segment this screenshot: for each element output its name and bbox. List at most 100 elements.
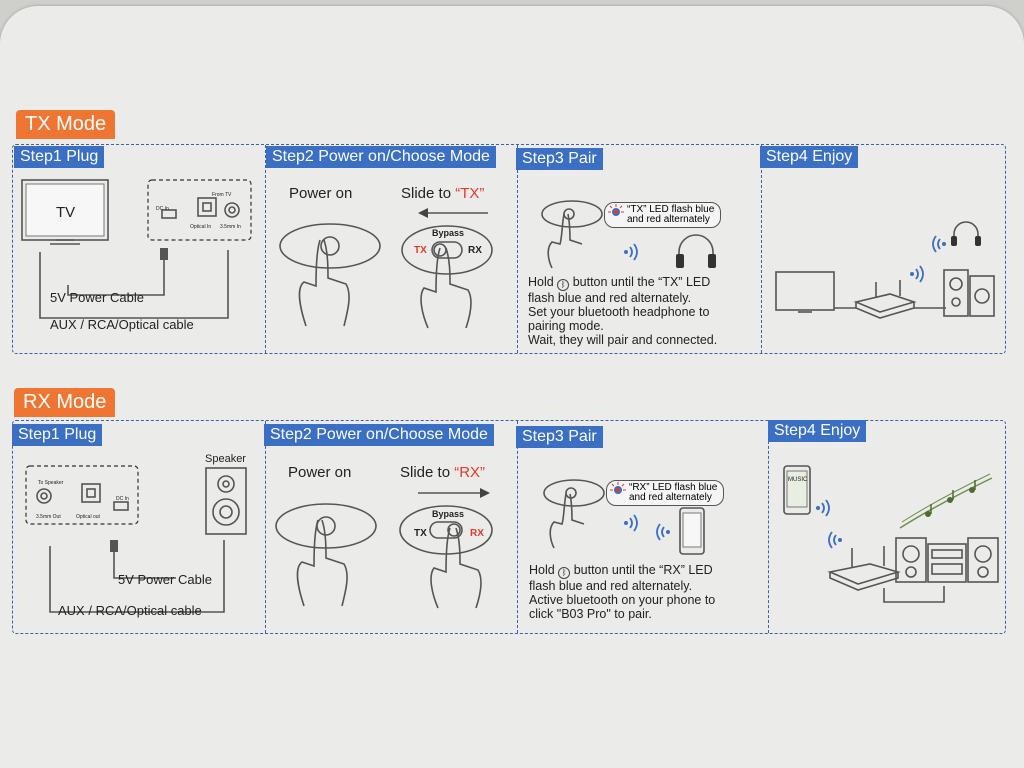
phone-music-label: MUSIC xyxy=(788,477,808,483)
tx-mode-tag: TX Mode xyxy=(16,110,116,139)
tx-connect-cable xyxy=(834,307,946,309)
rx-cable-aux: AUX / RCA/Optical cable xyxy=(58,603,202,618)
tx-step3-line2: flash blue and red alternately. xyxy=(528,291,692,305)
rx-bypass-label: Bypass xyxy=(432,509,465,519)
rx-cable-power: 5V Power Cable xyxy=(118,572,212,587)
wifi-signal-icon xyxy=(910,265,924,283)
tx-step3-title: Step3 Pair xyxy=(516,148,603,170)
speaker-icon xyxy=(943,269,995,317)
tv-icon xyxy=(775,271,835,313)
tv-label: TV xyxy=(56,204,76,221)
rx-divider-3 xyxy=(768,421,769,633)
tx-led-badge: “TX” LED flash blue and red alternately xyxy=(604,202,722,228)
rx-led-badge: “RX” LED flash blue and red alternately xyxy=(606,480,725,506)
tx-slide-prefix: Slide to xyxy=(401,185,456,202)
wifi-signal-icon xyxy=(932,235,946,253)
rx-switch-tx: TX xyxy=(414,528,427,539)
wifi-signal-icon xyxy=(656,523,670,541)
rx-step3-line1: Hold ᛒ button until the “RX” LED xyxy=(529,563,769,579)
tx-divider-3 xyxy=(761,145,762,353)
headphone-icon xyxy=(676,234,716,268)
rx-led-line1: “RX” LED flash blue xyxy=(629,482,718,493)
rx-divider-2 xyxy=(517,421,518,633)
rx-slide-prefix: Slide to xyxy=(400,464,455,481)
rx-to-speaker: To Speaker xyxy=(38,480,64,486)
tv-icon xyxy=(21,179,109,245)
tx-step2-title: Step2 Power on/Choose Mode xyxy=(266,146,496,168)
music-notes-icon xyxy=(899,473,993,529)
transmitter-icon xyxy=(853,280,917,319)
tx-led-line2: and red alternately xyxy=(627,214,710,225)
tx-cable-aux: AUX / RCA/Optical cable xyxy=(50,317,194,332)
phone-icon xyxy=(679,507,705,555)
rx-step3-line2: flash blue and red alternately. xyxy=(529,579,693,593)
tx-port-optical: Optical In xyxy=(190,224,212,230)
hand-press-icon xyxy=(296,519,348,607)
tx-switch-tx: TX xyxy=(414,245,427,256)
arrow-icon xyxy=(418,488,490,498)
arrow-icon xyxy=(418,208,488,218)
tx-step1-title: Step1 Plug xyxy=(14,146,105,168)
tx-step3-line4: pairing mode. xyxy=(528,319,604,333)
rx-port-35: 3.5mm Out xyxy=(36,514,61,520)
rx-connect-cable xyxy=(883,586,945,603)
rx-step2-title: Step2 Power on/Choose Mode xyxy=(264,424,494,446)
hand-slide-icon xyxy=(420,247,472,329)
tx-step3-line5: Wait, they will pair and connected. xyxy=(528,333,718,347)
wifi-signal-icon xyxy=(624,243,638,261)
rx-step1-title: Step1 Plug xyxy=(12,424,103,446)
rx-port-optical: Optical out xyxy=(76,514,100,520)
tx-led-line1: “TX” LED flash blue xyxy=(627,204,715,215)
phone-icon xyxy=(783,465,811,515)
rx-power-on-label: Power on xyxy=(288,464,352,481)
wifi-signal-icon xyxy=(828,531,842,549)
hand-slide-icon xyxy=(430,527,482,609)
tx-step3-text: Hold ᛒ button until the “TX” LED flash b… xyxy=(528,275,768,347)
rx-cables xyxy=(49,540,225,613)
tx-hold-label: Hold xyxy=(528,275,554,289)
tx-port-35: 3.5mm In xyxy=(220,224,241,230)
led-flash-icon xyxy=(610,482,626,494)
rx-step3-line4: click "B03 Pro" to pair. xyxy=(529,607,652,621)
rx-step3-title: Step3 Pair xyxy=(516,426,603,448)
power-button-icon xyxy=(279,223,381,269)
hand-press-icon xyxy=(549,493,585,549)
tx-port-dc: DC In xyxy=(156,206,169,212)
tx-step4-title: Step4 Enjoy xyxy=(760,146,859,168)
rx-step4-title: Step4 Enjoy xyxy=(768,420,867,442)
device-ports-icon xyxy=(25,465,139,525)
rx-led-line2: and red alternately xyxy=(629,492,712,503)
rx-port-dc: DC In xyxy=(116,496,129,502)
tx-steps-panel xyxy=(12,144,1006,354)
tx-bypass-label: Bypass xyxy=(432,228,465,238)
tx-cables xyxy=(39,248,229,319)
rx-hold-label: Hold xyxy=(529,563,555,577)
tx-step3-line1: Hold ᛒ button until the “TX” LED xyxy=(528,275,768,291)
tx-slide-mode: “TX” xyxy=(455,185,485,202)
stereo-system-icon xyxy=(895,537,999,583)
tx-switch-rx: RX xyxy=(468,245,482,256)
tx-divider-2 xyxy=(517,145,518,353)
rx-speaker-label: Speaker xyxy=(205,453,246,465)
tx-hold-rest: button until the “TX” LED xyxy=(572,275,711,289)
hand-press-icon xyxy=(547,213,583,269)
headphone-icon xyxy=(951,221,981,246)
tx-power-on-label: Power on xyxy=(289,185,353,202)
device-ports-icon xyxy=(147,179,252,241)
tx-step3-line3: Set your bluetooth headphone to xyxy=(528,305,710,319)
led-flash-icon xyxy=(608,204,624,216)
rx-slide-mode: “RX” xyxy=(454,464,486,481)
rx-step3-text: Hold ᛒ button until the “RX” LED flash b… xyxy=(529,563,769,621)
bluetooth-icon: ᛒ xyxy=(557,279,570,291)
hand-press-icon xyxy=(298,239,350,327)
tx-divider-1 xyxy=(265,145,266,353)
wifi-signal-icon xyxy=(816,499,830,517)
transmitter-icon xyxy=(827,546,901,591)
rx-switch-rx: RX xyxy=(470,528,484,539)
rx-slide-label: Slide to “RX” xyxy=(400,464,485,481)
rx-steps-panel xyxy=(12,420,1006,634)
bluetooth-icon: ᛒ xyxy=(558,567,571,579)
rx-divider-1 xyxy=(265,421,266,633)
rx-step3-line3: Active bluetooth on your phone to xyxy=(529,593,716,607)
tx-from-tv: From TV xyxy=(212,192,232,198)
